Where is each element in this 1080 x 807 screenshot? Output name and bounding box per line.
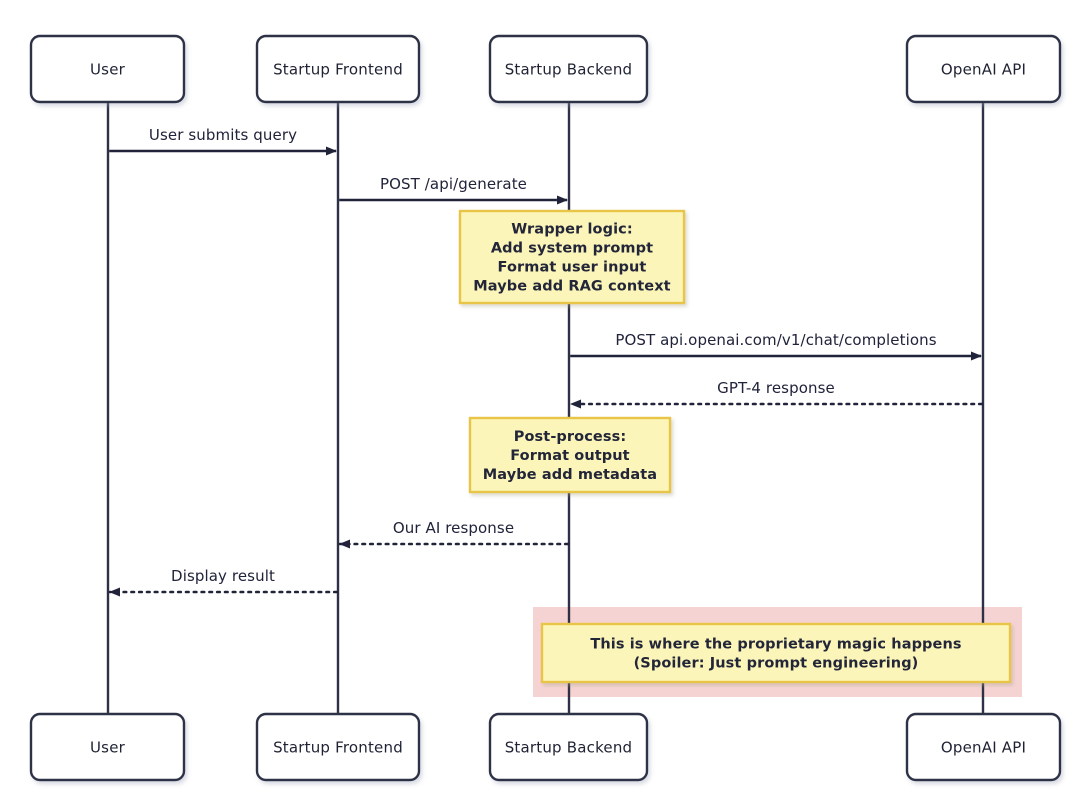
note-line: Maybe add metadata (483, 467, 657, 483)
actor-backend-bottom[interactable]: Startup Backend (488, 712, 649, 782)
note-line: Add system prompt (491, 241, 653, 257)
actor-frontend-bottom[interactable]: Startup Frontend (255, 712, 421, 782)
actor-user-top[interactable]: User (29, 34, 186, 104)
message-label: Our AI response (393, 519, 514, 537)
actor-openai-top[interactable]: OpenAI API (905, 34, 1062, 104)
note-line: Format user input (498, 260, 647, 276)
actor-box[interactable] (29, 34, 186, 104)
message-label: Display result (171, 567, 275, 585)
actor-box[interactable] (29, 712, 186, 782)
msg-our-ai-response: Our AI response (338, 519, 570, 549)
msg-post-openai-completions: POST api.openai.com/v1/chat/completions (570, 331, 982, 361)
actor-label: Startup Frontend (273, 739, 403, 757)
message-label: POST /api/generate (380, 175, 527, 193)
actor-box[interactable] (488, 34, 649, 104)
lifeline-layer (106, 102, 985, 714)
actor-label: Startup Frontend (273, 61, 403, 79)
actor-backend-top[interactable]: Startup Backend (488, 34, 649, 104)
actor-label: OpenAI API (941, 61, 1026, 79)
note-proprietary-magic: This is where the proprietary magic happ… (540, 622, 1012, 684)
message-label: User submits query (149, 126, 297, 144)
msg-gpt4-response: GPT-4 response (569, 379, 984, 409)
actor-box[interactable] (255, 34, 421, 104)
message-label: POST api.openai.com/v1/chat/completions (615, 331, 936, 349)
actor-frontend-top[interactable]: Startup Frontend (255, 34, 421, 104)
actor-label: OpenAI API (941, 739, 1026, 757)
actor-box[interactable] (905, 712, 1062, 782)
actor-box[interactable] (488, 712, 649, 782)
msg-post-api-generate: POST /api/generate (339, 175, 568, 205)
actor-user-bottom[interactable]: User (29, 712, 186, 782)
actor-label: User (90, 739, 126, 757)
actor-label: User (90, 61, 126, 79)
actor-label: Startup Backend (505, 61, 633, 79)
note-line: Maybe add RAG context (473, 279, 670, 295)
note-line: Post-process: (514, 429, 626, 445)
note-box (458, 209, 686, 305)
note-line: (Spoiler: Just prompt engineering) (634, 656, 919, 672)
actor-label: Startup Backend (505, 739, 633, 757)
note-line: Format output (510, 448, 629, 464)
msg-user-submits-query: User submits query (109, 126, 337, 156)
actor-openai-bottom[interactable]: OpenAI API (905, 712, 1062, 782)
note-box (540, 622, 1012, 684)
actor-box[interactable] (905, 34, 1062, 104)
note-line: This is where the proprietary magic happ… (590, 637, 961, 653)
actor-box[interactable] (255, 712, 421, 782)
message-label: GPT-4 response (717, 379, 835, 397)
msg-display-result: Display result (108, 567, 339, 597)
note-box (468, 416, 672, 494)
note-line: Wrapper logic: (511, 222, 633, 238)
